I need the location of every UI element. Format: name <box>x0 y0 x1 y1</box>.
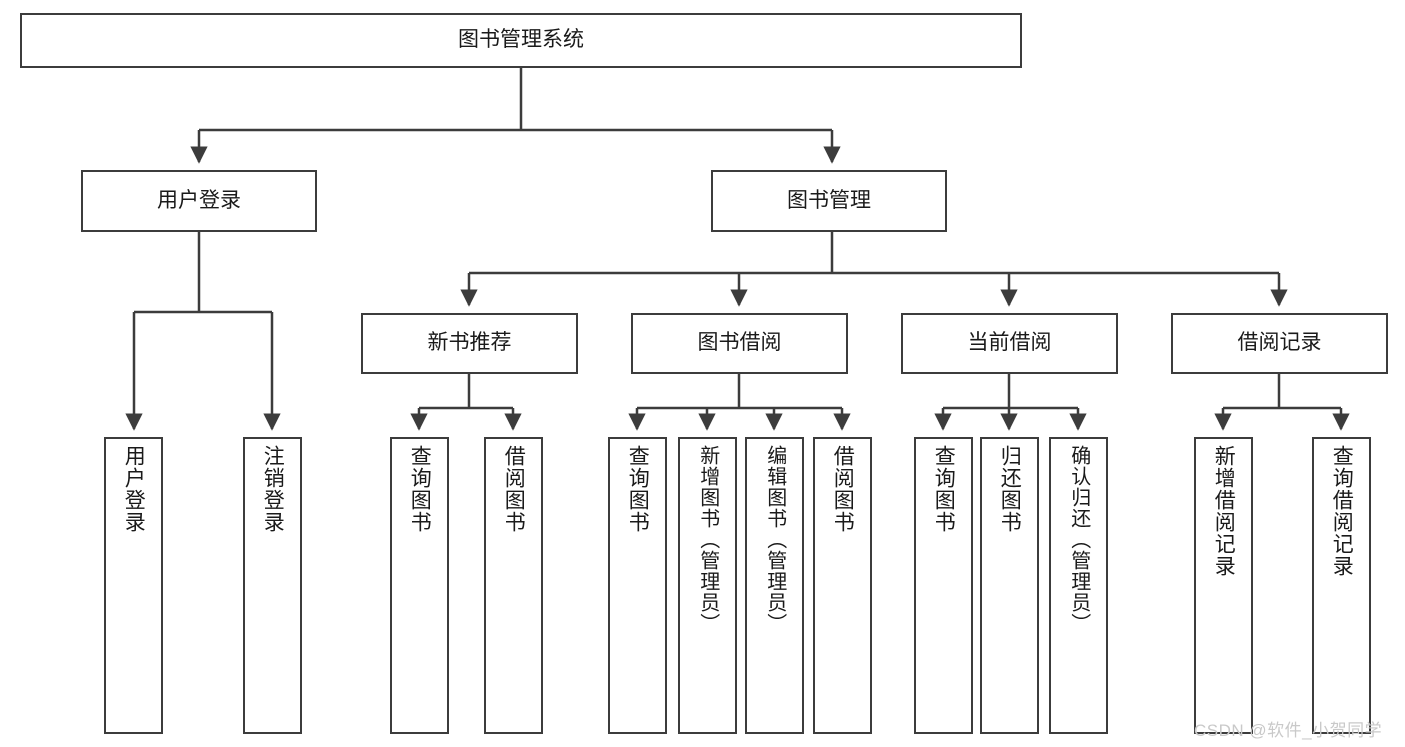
edges-borrow-record <box>1214 374 1350 431</box>
leaf-user-login-label: 用户登录 <box>122 445 146 533</box>
node-user-login[interactable]: 用户登录 <box>81 170 317 232</box>
node-book-management-label: 图书管理 <box>787 188 871 212</box>
leaf-borrow-book-new-label: 借阅图书 <box>502 445 526 533</box>
leaf-query-book-new[interactable]: 查询图书 <box>390 437 449 734</box>
node-new-book-recommend[interactable]: 新书推荐 <box>361 313 578 374</box>
leaf-query-borrow-record[interactable]: 查询借阅记录 <box>1312 437 1371 734</box>
leaf-edit-book-admin-label: 编辑图书（管理员） <box>763 445 786 634</box>
node-root-label: 图书管理系统 <box>458 28 584 52</box>
edges-current-borrow <box>934 374 1087 431</box>
leaf-borrow-book-new[interactable]: 借阅图书 <box>484 437 543 734</box>
edges-user-login <box>125 232 281 431</box>
leaf-return-book-label: 归还图书 <box>998 445 1022 533</box>
leaf-query-borrow-record-label: 查询借阅记录 <box>1330 445 1354 577</box>
leaf-add-book-admin[interactable]: 新增图书（管理员） <box>678 437 737 734</box>
node-book-management[interactable]: 图书管理 <box>711 170 947 232</box>
leaf-add-borrow-record-label: 新增借阅记录 <box>1212 445 1236 577</box>
leaf-return-book[interactable]: 归还图书 <box>980 437 1039 734</box>
leaf-query-book-new-label: 查询图书 <box>408 445 432 533</box>
node-user-login-label: 用户登录 <box>157 188 241 212</box>
edges-new-book <box>410 374 522 431</box>
leaf-edit-book-admin[interactable]: 编辑图书（管理员） <box>745 437 804 734</box>
node-borrow-record-label: 借阅记录 <box>1237 331 1322 355</box>
leaf-borrow-book-label: 借阅图书 <box>831 445 855 533</box>
leaf-query-book-label: 查询图书 <box>626 445 650 533</box>
node-root[interactable]: 图书管理系统 <box>20 13 1022 68</box>
leaf-confirm-return-admin[interactable]: 确认归还（管理员） <box>1049 437 1108 734</box>
watermark: CSDN @软件_小贺同学 <box>1194 721 1383 740</box>
node-current-borrow[interactable]: 当前借阅 <box>901 313 1118 374</box>
leaf-query-book-current[interactable]: 查询图书 <box>914 437 973 734</box>
node-new-book-recommend-label: 新书推荐 <box>427 331 512 355</box>
node-borrow-record[interactable]: 借阅记录 <box>1171 313 1388 374</box>
edges-root <box>190 68 841 164</box>
leaf-logout-label: 注销登录 <box>261 445 285 533</box>
edges-book-manage <box>460 232 1288 307</box>
leaf-borrow-book[interactable]: 借阅图书 <box>813 437 872 734</box>
node-current-borrow-label: 当前借阅 <box>967 331 1052 355</box>
leaf-query-book[interactable]: 查询图书 <box>608 437 667 734</box>
node-book-borrow[interactable]: 图书借阅 <box>631 313 848 374</box>
leaf-logout[interactable]: 注销登录 <box>243 437 302 734</box>
leaf-confirm-return-admin-label: 确认归还（管理员） <box>1067 445 1090 634</box>
edges-borrow <box>628 374 851 431</box>
leaf-user-login[interactable]: 用户登录 <box>104 437 163 734</box>
leaf-add-borrow-record[interactable]: 新增借阅记录 <box>1194 437 1253 734</box>
node-book-borrow-label: 图书借阅 <box>697 331 782 355</box>
leaf-add-book-admin-label: 新增图书（管理员） <box>696 445 719 634</box>
leaf-query-book-current-label: 查询图书 <box>932 445 956 533</box>
